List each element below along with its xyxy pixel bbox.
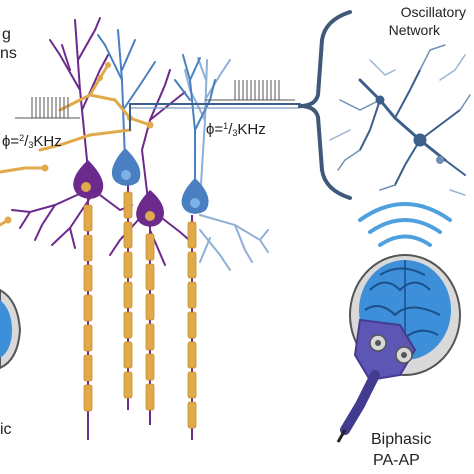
freq-left-unit: KHz [33, 133, 62, 150]
stimulation-device [336, 318, 417, 443]
myelin-segment [145, 233, 155, 261]
myelin-segment [145, 263, 155, 291]
light-blue-dendrites [184, 57, 269, 271]
myelin-segment [145, 293, 155, 321]
myelin-segment [187, 401, 197, 429]
myelin-segment [187, 341, 197, 369]
myelin-segment [83, 384, 93, 412]
myelin-segment [187, 371, 197, 399]
myelin-segment [145, 383, 155, 411]
freq-left-symbol: ϕ= [2, 133, 20, 150]
myelin-segment [123, 341, 133, 369]
left-partial-label-3: ic [0, 421, 12, 438]
myelin-segment [123, 371, 133, 399]
myelin-segment [83, 354, 93, 382]
blue-soma-2 [181, 178, 209, 214]
myelin-segment [187, 311, 197, 339]
myelin-segment [123, 191, 133, 219]
pulse-train-left [15, 97, 80, 119]
myelin-segment [145, 323, 155, 351]
freq-left-den: 3 [28, 140, 34, 150]
blue-soma-1 [111, 148, 141, 186]
oscillatory-network-illustration [329, 44, 471, 196]
myelin-segment [145, 353, 155, 381]
freq-right-symbol: ϕ= [206, 121, 224, 138]
gold-axon-nodes [4, 62, 154, 224]
left-partial-label-1: g [2, 26, 11, 43]
myelin-segment [83, 294, 93, 322]
stimulation-wire [129, 10, 352, 200]
wireless-signal-icon [358, 202, 452, 247]
myelin-segment [187, 251, 197, 279]
left-partial-label-2: ns [0, 45, 17, 62]
myelin-segments [83, 191, 197, 429]
frequency-label-right: ϕ=1/3KHz [206, 121, 266, 138]
myelin-segment [83, 204, 93, 232]
pulse-train-right [205, 80, 295, 101]
freq-right-unit: KHz [237, 121, 266, 138]
neuron-somas [73, 148, 209, 227]
frequency-label-left: ϕ=2/3KHz [2, 133, 62, 150]
myelin-segment [123, 251, 133, 279]
myelin-segment [187, 221, 197, 249]
purple-soma-2 [136, 190, 164, 227]
myelin-segment [123, 281, 133, 309]
network-label-line1: Oscillatory [400, 4, 466, 20]
myelin-segment [83, 264, 93, 292]
purple-soma-1 [73, 160, 104, 199]
network-label-line2: Network [388, 22, 440, 38]
myelin-segment [83, 324, 93, 352]
freq-right-den: 3 [232, 128, 238, 138]
freq-left-num: 2 [19, 133, 25, 143]
biphasic-label-line2: PA-AP [373, 452, 420, 469]
myelin-segment [123, 311, 133, 339]
myelin-segment [83, 234, 93, 262]
biphasic-label-line1: Biphasic [371, 431, 432, 448]
myelin-segment [123, 221, 133, 249]
freq-right-num: 1 [223, 121, 229, 131]
myelin-segment [187, 281, 197, 309]
left-head-partial [0, 288, 22, 370]
